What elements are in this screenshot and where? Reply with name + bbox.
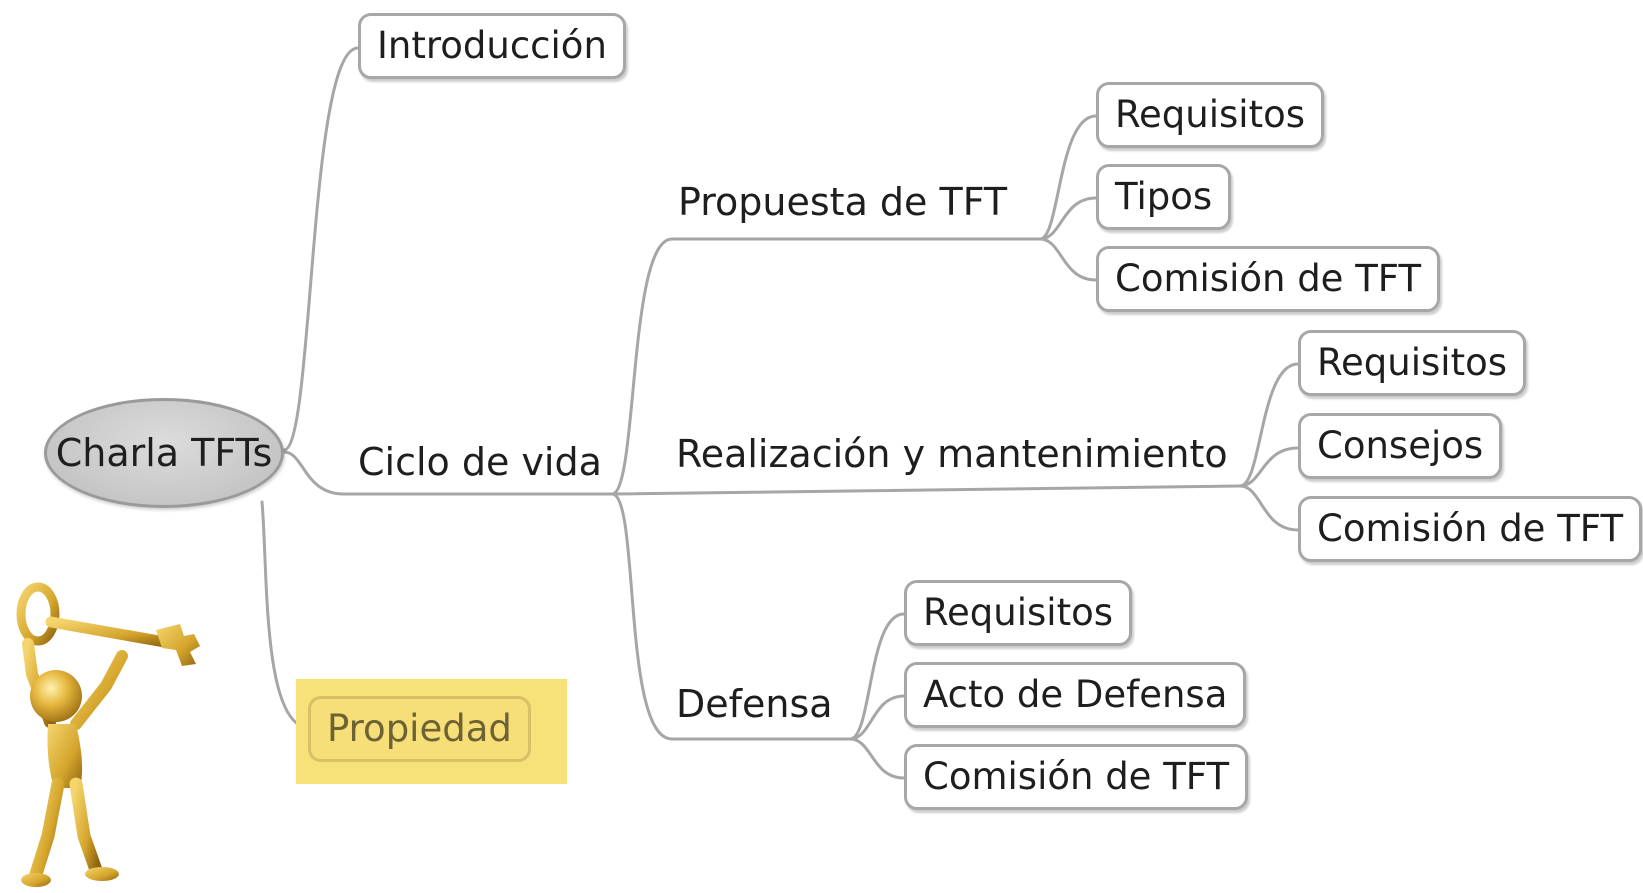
connector-defensa-requisitos bbox=[848, 612, 906, 741]
node-propuesta-de-tft[interactable]: Propuesta de TFT bbox=[678, 180, 1008, 224]
node-propuesta-requisitos[interactable]: Requisitos bbox=[1096, 82, 1325, 148]
connector-realizacion-requisitos bbox=[1238, 362, 1300, 488]
connector-realizacion-comision bbox=[1238, 484, 1300, 532]
connector-propuesta-requisitos bbox=[1038, 114, 1098, 241]
node-realizacion-consejos[interactable]: Consejos bbox=[1298, 413, 1503, 479]
connector-defensa-acto bbox=[848, 694, 906, 741]
node-realizacion-y-mantenimiento[interactable]: Realización y mantenimiento bbox=[676, 432, 1228, 476]
node-defensa-acto[interactable]: Acto de Defensa bbox=[904, 662, 1247, 728]
connector-defensa-comision bbox=[848, 737, 906, 780]
node-defensa-requisitos[interactable]: Requisitos bbox=[904, 580, 1133, 646]
node-realizacion-comision[interactable]: Comisión de TFT bbox=[1298, 496, 1643, 562]
connector-root-ciclo bbox=[282, 450, 614, 496]
connector-realizacion-consejos bbox=[1238, 446, 1300, 488]
connector-root-propiedad bbox=[260, 500, 310, 730]
connector-propuesta-tipos bbox=[1038, 196, 1098, 241]
node-introduccion[interactable]: Introducción bbox=[358, 13, 626, 79]
node-propuesta-tipos[interactable]: Tipos bbox=[1096, 164, 1232, 230]
gold-figure-holding-key-icon bbox=[16, 582, 200, 887]
node-defensa-comision[interactable]: Comisión de TFT bbox=[904, 744, 1249, 810]
connector-root-introduccion bbox=[282, 46, 360, 452]
node-propiedad[interactable]: Propiedad bbox=[308, 696, 531, 762]
node-defensa[interactable]: Defensa bbox=[676, 682, 833, 726]
node-ciclo-de-vida[interactable]: Ciclo de vida bbox=[358, 440, 602, 484]
connector-ciclo-realizacion bbox=[610, 484, 1242, 496]
node-propuesta-comision[interactable]: Comisión de TFT bbox=[1096, 246, 1441, 312]
root-node[interactable]: Charla TFTs bbox=[44, 398, 284, 508]
connector-ciclo-propuesta bbox=[610, 237, 1042, 496]
node-realizacion-requisitos[interactable]: Requisitos bbox=[1298, 330, 1527, 396]
connector-ciclo-defensa bbox=[610, 492, 852, 741]
connector-propuesta-comision bbox=[1038, 237, 1098, 282]
